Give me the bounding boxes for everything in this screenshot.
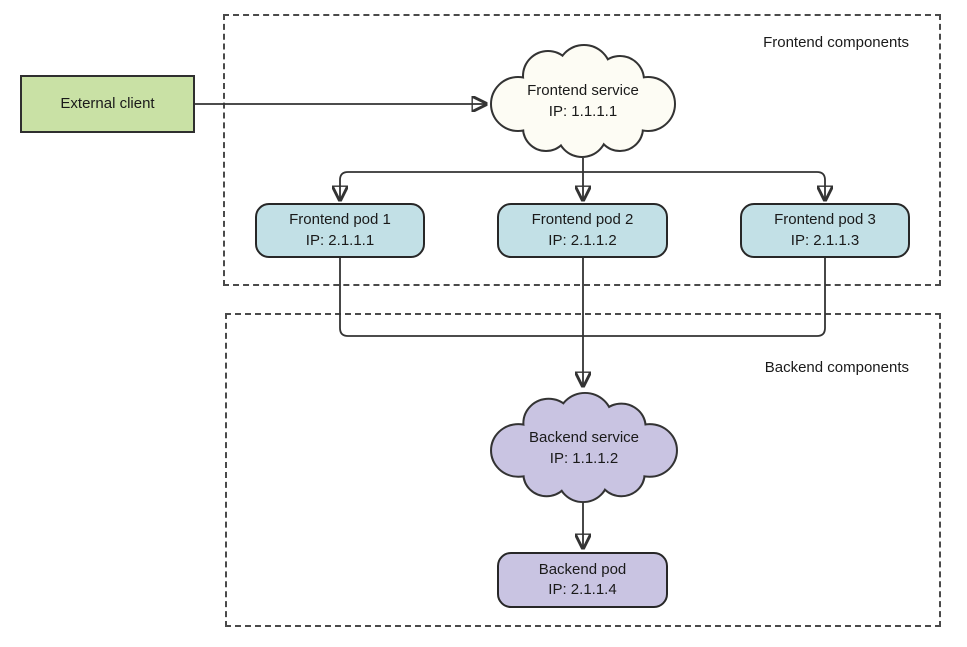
frontend-pod-1-ip: IP: 2.1.1.1 — [305, 231, 375, 249]
backend-components-label: Backend components — [764, 359, 909, 376]
backend-service-text: Backend service IP: 1.1.1.2 — [488, 390, 680, 505]
frontend-pod-3-node: Frontend pod 3 IP: 2.1.1.3 — [740, 203, 910, 258]
external-client-label: External client — [60, 94, 155, 112]
frontend-service-name: Frontend service — [527, 82, 639, 99]
frontend-pod-2-name: Frontend pod 2 — [531, 211, 634, 229]
cloud-shape-icon — [490, 44, 676, 158]
frontend-service-text: Frontend service IP: 1.1.1.1 — [488, 42, 678, 160]
backend-service-name: Backend service — [528, 428, 640, 446]
frontend-pod-2-ip: IP: 2.1.1.2 — [548, 231, 617, 249]
backend-service-ip: IP: 1.1.1.2 — [549, 449, 619, 467]
backend-service-node: Backend service IP: 1.1.1.2 — [488, 390, 680, 505]
external-client-node: External client — [20, 75, 195, 133]
frontend-pod-3-name: Frontend pod 3 — [774, 211, 876, 229]
frontend-service-node: Frontend service IP: 1.1.1.1 — [488, 42, 678, 160]
frontend-pod-2-node: Frontend pod 2 IP: 2.1.1.2 — [497, 203, 668, 258]
backend-pod-ip: IP: 2.1.1.4 — [548, 581, 617, 598]
frontend-pod-1-name: Frontend pod 1 — [289, 211, 391, 229]
backend-pod-node: Backend pod IP: 2.1.1.4 — [497, 552, 668, 608]
frontend-service-ip: IP: 1.1.1.1 — [548, 103, 618, 120]
frontend-pod-3-ip: IP: 2.1.1.3 — [790, 231, 860, 249]
backend-pod-name: Backend pod — [538, 560, 627, 578]
frontend-components-label: Frontend components — [763, 34, 909, 51]
cloud-shape-icon — [490, 391, 678, 504]
frontend-pod-1-node: Frontend pod 1 IP: 2.1.1.1 — [255, 203, 425, 258]
